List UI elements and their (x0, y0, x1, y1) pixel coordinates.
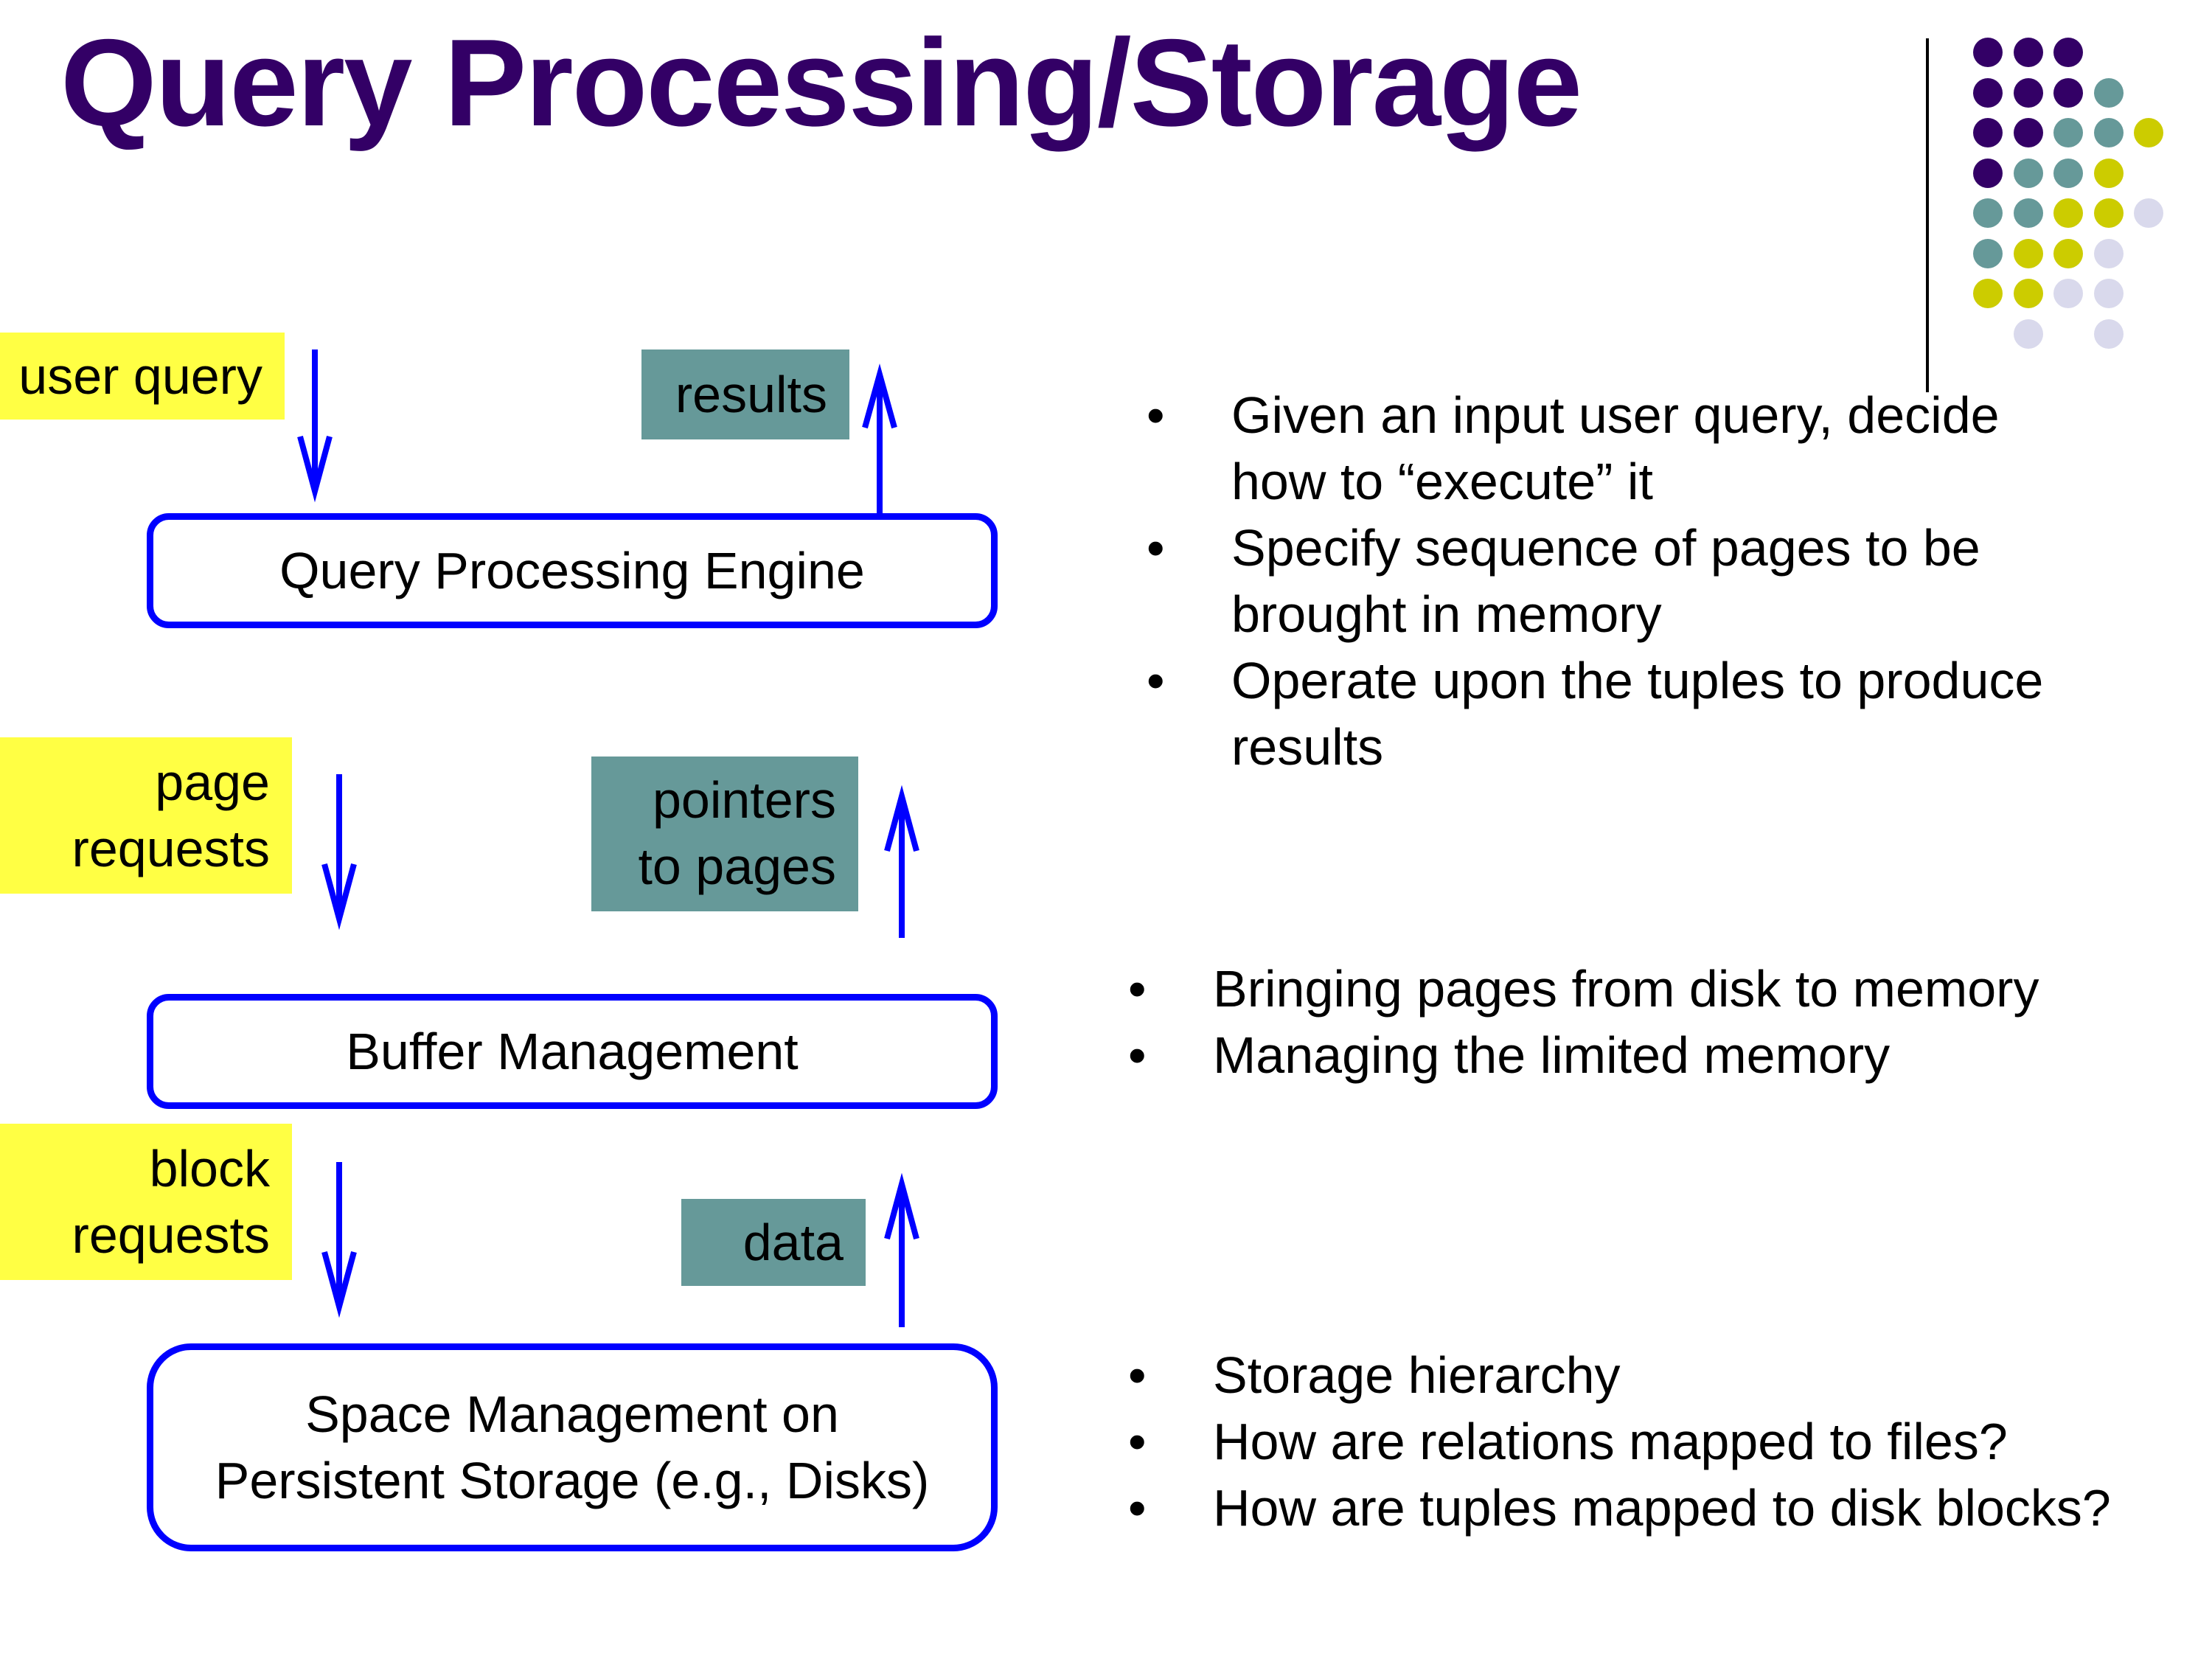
decorative-dot (1973, 118, 2003, 147)
decorative-dot (2013, 77, 2043, 108)
buffer-management-label: Buffer Management (346, 1023, 799, 1080)
arrow-up-data-icon (884, 1172, 919, 1327)
decorative-dot (2053, 118, 2083, 147)
note-item: • Specify sequence of pages to be brough… (1147, 515, 2043, 647)
data-text: data (742, 1214, 844, 1271)
pointers-line2: to pages (638, 838, 836, 895)
arrow-down-block-requests-icon (321, 1162, 357, 1318)
note-item: • How are tuples mapped to disk blocks? (1128, 1475, 2111, 1541)
decorative-divider (1926, 38, 1929, 392)
bullet-icon: • (1128, 1479, 1147, 1537)
pointers-to-pages-label: pointers to pages (591, 757, 858, 911)
note-line: Managing the limited memory (1213, 1026, 1891, 1084)
block-requests-line1: block (149, 1140, 270, 1197)
page-requests-line2: requests (72, 820, 270, 877)
note-line: results (1231, 718, 1384, 776)
decorative-dot (2134, 118, 2163, 147)
bullet-icon: • (1147, 652, 1165, 709)
bullet-icon: • (1128, 1346, 1147, 1404)
user-query-text: user query (18, 347, 262, 405)
decorative-dot (1973, 158, 2003, 188)
page-requests-label: page requests (0, 737, 292, 894)
note-line: Operate upon the tuples to produce (1231, 652, 2044, 709)
page-requests-line1: page (155, 754, 270, 811)
decorative-dot (2013, 319, 2043, 349)
space-management-line2: Persistent Storage (e.g., Disks) (215, 1452, 930, 1509)
decorative-dot (1973, 279, 2003, 308)
note-line: How are relations mapped to files? (1213, 1413, 2008, 1470)
buffer-management-box: Buffer Management (147, 994, 998, 1109)
bullet-icon: • (1128, 960, 1147, 1018)
bullet-icon: • (1147, 519, 1165, 577)
decorative-dot (1973, 238, 2003, 268)
decorative-dot (2053, 198, 2083, 228)
decorative-dot (2053, 77, 2083, 108)
data-label: data (681, 1199, 866, 1286)
arrow-up-results-icon (862, 364, 897, 513)
arrow-down-page-requests-icon (321, 774, 357, 931)
user-query-label: user query (0, 333, 285, 420)
decorative-dot (2013, 158, 2043, 188)
query-processing-engine-label: Query Processing Engine (279, 542, 865, 599)
note-line: Bringing pages from disk to memory (1213, 960, 2039, 1018)
note-line: How are tuples mapped to disk blocks? (1213, 1479, 2111, 1537)
note-item: • Operate upon the tuples to produce res… (1147, 647, 2043, 780)
bullet-icon: • (1147, 386, 1165, 444)
decorative-dot (2093, 279, 2124, 308)
note-item: • Given an input user query, decide how … (1147, 382, 2043, 515)
decorative-dot (2093, 77, 2124, 108)
decorative-dot (1973, 198, 2003, 228)
note-item: • Bringing pages from disk to memory (1128, 956, 2039, 1022)
space-management-box: Space Management on Persistent Storage (… (147, 1343, 998, 1551)
note-line: how to “execute” it (1231, 453, 1653, 510)
block-requests-label: block requests (0, 1124, 292, 1280)
query-engine-notes: • Given an input user query, decide how … (1147, 382, 2043, 780)
decorative-dot (1973, 77, 2003, 108)
note-line: Given an input user query, decide (1231, 386, 2000, 444)
results-text: results (675, 366, 827, 423)
decorative-dot (1973, 38, 2003, 67)
note-item: • Managing the limited memory (1128, 1022, 2039, 1088)
decorative-dot (2093, 198, 2124, 228)
note-line: Storage hierarchy (1213, 1346, 1621, 1404)
storage-notes: • Storage hierarchy • How are relations … (1128, 1342, 2111, 1541)
decorative-dot (2093, 158, 2124, 188)
arrow-down-user-query-icon (297, 349, 333, 503)
decorative-dot (2013, 38, 2043, 67)
space-management-line1: Space Management on (305, 1385, 839, 1443)
block-requests-line2: requests (72, 1206, 270, 1264)
decorative-dot (2093, 238, 2124, 268)
decorative-dot (2053, 279, 2083, 308)
note-line: brought in memory (1231, 585, 1662, 643)
buffer-notes: • Bringing pages from disk to memory • M… (1128, 956, 2039, 1088)
decorative-dot (2093, 319, 2124, 349)
decorative-dot (2013, 198, 2043, 228)
note-item: • How are relations mapped to files? (1128, 1408, 2111, 1475)
decorative-dot (2013, 279, 2043, 308)
bullet-icon: • (1128, 1026, 1147, 1084)
note-item: • Storage hierarchy (1128, 1342, 2111, 1408)
decorative-dot (2134, 198, 2163, 228)
slide-title: Query Processing/Storage (60, 13, 1582, 152)
decorative-dot (2013, 238, 2043, 268)
arrow-up-pointers-icon (884, 785, 919, 938)
decorative-dot (2053, 158, 2083, 188)
decorative-dot (2053, 238, 2083, 268)
bullet-icon: • (1128, 1413, 1147, 1470)
decorative-dot (2013, 118, 2043, 147)
query-processing-engine-box: Query Processing Engine (147, 513, 998, 628)
note-line: Specify sequence of pages to be (1231, 519, 1980, 577)
pointers-line1: pointers (652, 771, 836, 829)
decorative-dot (2093, 118, 2124, 147)
decorative-dot (2053, 38, 2083, 67)
results-label: results (641, 349, 849, 439)
